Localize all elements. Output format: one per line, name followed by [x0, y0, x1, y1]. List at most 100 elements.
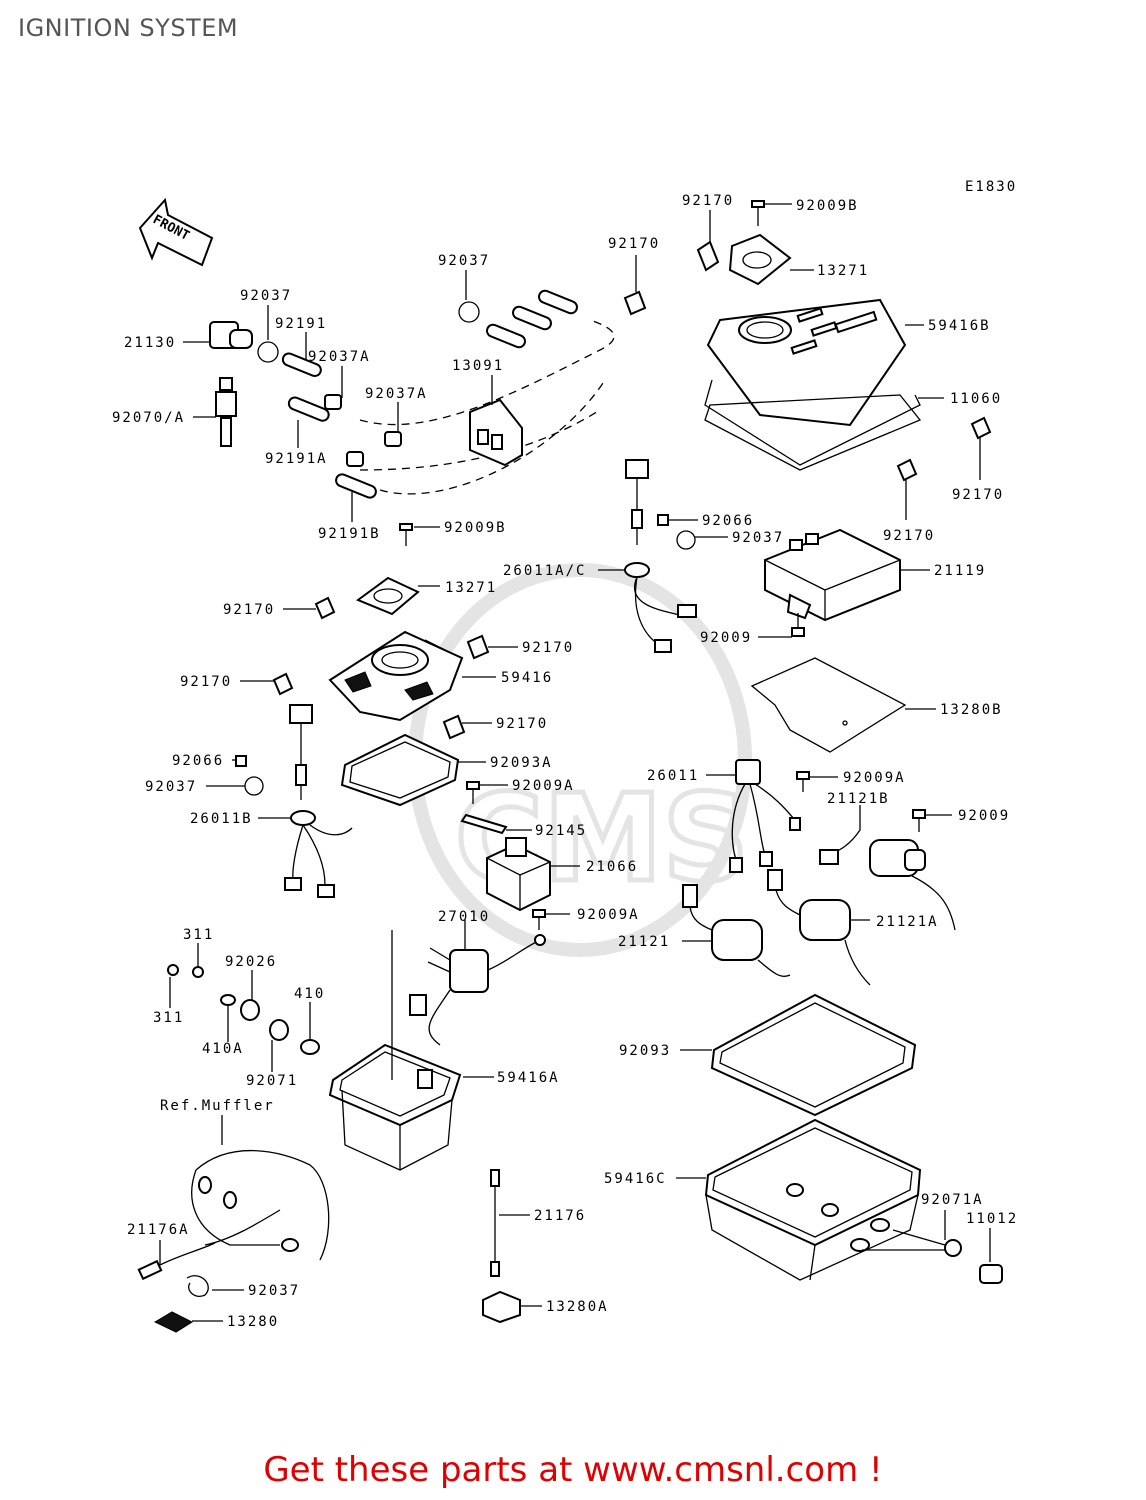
pad-13280 [153, 1311, 194, 1333]
label-92170: 92170 [608, 236, 660, 252]
promo-link[interactable]: Get these parts at www.cmsnl.com ! [263, 1450, 883, 1490]
label-92170: 92170 [223, 602, 275, 618]
muffler-reference [137, 1115, 330, 1281]
label-13280a: 13280A [546, 1299, 609, 1315]
hose-clips [324, 301, 480, 467]
clip-92170-b [623, 290, 647, 316]
label-26011ac: 26011A/C [503, 563, 586, 579]
label-59416b: 59416B [928, 318, 991, 334]
label-92009b: 92009B [444, 520, 507, 536]
damper-92071 [269, 1019, 289, 1041]
diagram-code: E1830 [965, 179, 1017, 195]
label-92170: 92170 [496, 716, 548, 732]
bolt-92009b-top [751, 200, 792, 226]
pad-13280a [482, 1290, 521, 1324]
label-92037: 92037 [438, 253, 490, 269]
label-92009a: 92009A [577, 907, 640, 923]
washer-410a [220, 994, 236, 1006]
label-13271: 13271 [817, 263, 869, 279]
ref-muffler-label: Ref.Muffler [160, 1098, 275, 1114]
label-92191b: 92191B [318, 526, 381, 542]
label-92170: 92170 [682, 193, 734, 209]
harness-26011 [706, 759, 801, 873]
label-21130: 21130 [124, 335, 176, 351]
label-27010: 27010 [438, 909, 490, 925]
spark-plug-cap [183, 321, 253, 349]
case-59416a [328, 930, 494, 1171]
bolt-92066-right [657, 514, 669, 526]
label-21176: 21176 [534, 1208, 586, 1224]
label-26011: 26011 [647, 768, 699, 784]
label-13280: 13280 [227, 1314, 279, 1330]
relay-27010 [409, 920, 546, 1046]
label-92009a: 92009A [843, 770, 906, 786]
bolt-92009a-mid [466, 781, 480, 790]
junction-block [469, 398, 523, 467]
label-21121a: 21121A [876, 914, 939, 930]
label-92037a: 92037A [308, 349, 371, 365]
label-92191a: 92191A [265, 451, 328, 467]
label-21119: 21119 [934, 563, 986, 579]
front-arrow-icon: FRONT [138, 197, 214, 267]
bolt-92009 [758, 613, 805, 638]
label-92145: 92145 [535, 823, 587, 839]
label-92037: 92037 [732, 530, 784, 546]
sensor-21176 [490, 1169, 530, 1277]
band-92037 [186, 1275, 209, 1297]
coil-21121a [767, 869, 871, 986]
case-59416c [676, 1118, 922, 1281]
plate-92145 [460, 813, 508, 835]
tube-set [281, 289, 578, 499]
middle-cover-59416 [328, 630, 496, 722]
label-410: 410 [294, 986, 325, 1002]
wire-harness-26011ac [598, 459, 697, 653]
label-21121b: 21121B [827, 791, 890, 807]
damper-92026 [240, 999, 260, 1021]
label-26011b: 26011B [190, 811, 253, 827]
label-92066: 92066 [172, 753, 224, 769]
label-92037: 92037 [248, 1283, 300, 1299]
spark-plug [193, 377, 237, 447]
nut-311 [167, 964, 179, 976]
label-410a: 410A [202, 1041, 244, 1057]
label-21176a: 21176A [127, 1222, 190, 1238]
label-92009a: 92009A [512, 778, 575, 794]
coil-21121 [682, 884, 791, 977]
label-13091: 13091 [452, 358, 504, 374]
label-13271: 13271 [445, 580, 497, 596]
label-11060: 11060 [950, 391, 1002, 407]
clamp-ring [257, 341, 279, 363]
label-92170: 92170 [180, 674, 232, 690]
label-59416c: 59416C [604, 1171, 667, 1187]
bolt-92009b-mid [399, 523, 440, 546]
label-92009b: 92009B [796, 198, 859, 214]
label-92026: 92026 [225, 954, 277, 970]
gasket-92093 [710, 993, 917, 1117]
label-21066: 21066 [586, 859, 638, 875]
label-92066: 92066 [702, 513, 754, 529]
label-11012: 11012 [966, 1211, 1018, 1227]
label-59416: 59416 [501, 670, 553, 686]
label-311: 311 [153, 1010, 184, 1026]
gasket-13271-top [728, 233, 814, 286]
label-92170: 92170 [883, 528, 935, 544]
washer-410 [300, 1039, 320, 1055]
watermark-logo: CMS [408, 563, 752, 957]
label-92037: 92037 [145, 779, 197, 795]
cap-11012 [979, 1228, 1003, 1284]
label-92191: 92191 [275, 316, 327, 332]
cdi-unit-21119 [764, 528, 930, 622]
label-92170: 92170 [522, 640, 574, 656]
label-92071: 92071 [246, 1073, 298, 1089]
label-92070: 92070/A [112, 410, 185, 426]
label-311: 311 [183, 927, 214, 943]
wire-harness-26011b [258, 704, 353, 898]
sheet-13280b [750, 657, 907, 753]
label-92093: 92093 [619, 1043, 671, 1059]
label-59416a: 59416A [497, 1070, 560, 1086]
label-92009: 92009 [700, 630, 752, 646]
grommet-92071a [944, 1239, 962, 1257]
regulator-21066 [486, 837, 580, 912]
coil-21121b [819, 805, 956, 931]
